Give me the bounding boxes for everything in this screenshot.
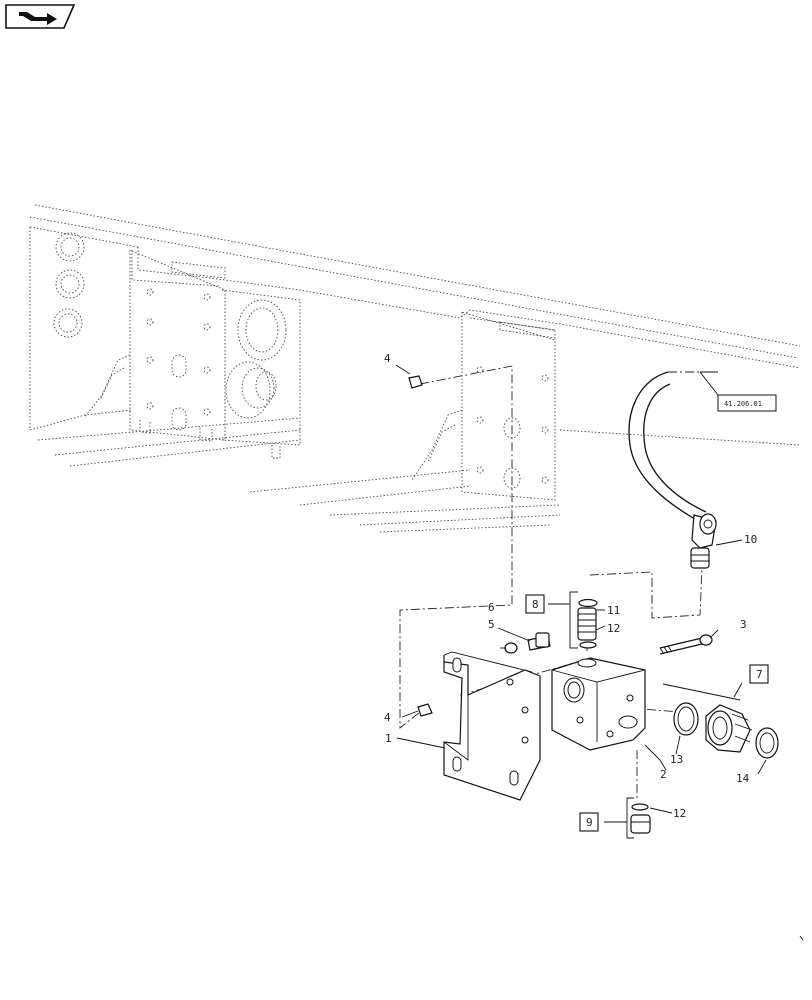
callout-11: 11	[607, 604, 620, 617]
nut-upper	[408, 375, 423, 389]
mounting-bracket	[443, 651, 541, 801]
nut-lower	[417, 703, 433, 717]
chassis-frame	[29, 204, 801, 533]
coupler-assembly	[662, 683, 779, 759]
return-arrow-icon	[5, 4, 76, 29]
reference-label[interactable]: 41.206.01	[724, 400, 762, 408]
callout-8-box	[525, 594, 545, 614]
callout-1: 1	[385, 732, 392, 745]
reference-box[interactable]	[717, 394, 777, 412]
callout-12-upper: 12	[607, 622, 620, 635]
valve-block	[551, 657, 646, 751]
callout-6: 6	[488, 601, 495, 614]
callout-5: 5	[488, 618, 495, 631]
callout-7-box	[749, 664, 769, 684]
nav-badge[interactable]	[4, 3, 76, 30]
callout-7: 7	[756, 668, 763, 681]
callout-9: 9	[586, 816, 593, 829]
fitting-upper	[577, 598, 598, 649]
callout-8: 8	[532, 598, 539, 611]
callout-14: 14	[736, 772, 750, 785]
assembly-lines	[399, 365, 703, 800]
hose-assembly	[628, 371, 717, 569]
callout-labels: 41.206.01 1 2 3 4 4 5 6 7 8 9 10 11 12 1…	[384, 352, 777, 832]
stud	[659, 634, 713, 655]
washer-bolt	[504, 632, 551, 654]
callout-9-box	[579, 812, 599, 832]
plug-lower	[630, 803, 651, 834]
corner-mark	[799, 935, 804, 941]
leader-lines	[395, 364, 767, 839]
callout-12-lower: 12	[673, 807, 686, 820]
callout-4-upper: 4	[384, 352, 391, 365]
callout-4-lower: 4	[384, 711, 391, 724]
callout-10: 10	[744, 533, 757, 546]
callout-3: 3	[740, 618, 747, 631]
callout-2: 2	[660, 768, 667, 781]
callout-13: 13	[670, 753, 683, 766]
